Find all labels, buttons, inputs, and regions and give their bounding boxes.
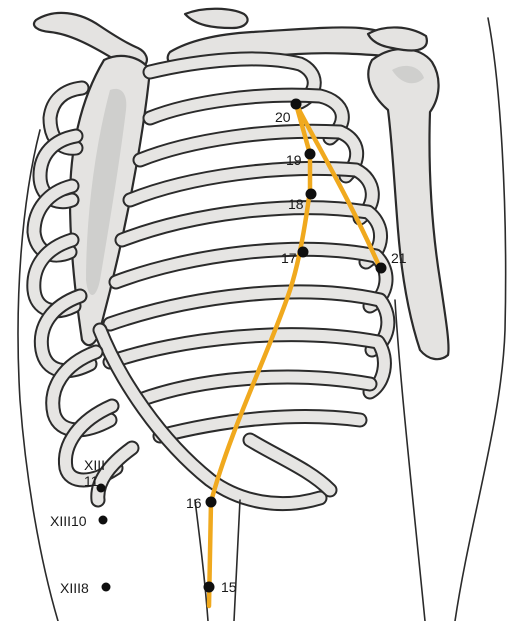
- ribs-right: [110, 59, 388, 436]
- point-xiii-10[interactable]: [99, 516, 108, 525]
- label-xiii-11-num: 11: [84, 473, 99, 489]
- point-19[interactable]: [305, 149, 316, 160]
- label-17: 17: [281, 250, 297, 266]
- label-xiii-10: XIII10: [50, 513, 87, 529]
- point-17[interactable]: [298, 247, 309, 258]
- point-xiii-8[interactable]: [102, 583, 111, 592]
- label-21: 21: [391, 250, 407, 266]
- label-xiii-8: XIII8: [60, 580, 89, 596]
- label-18: 18: [288, 196, 304, 212]
- label-15: 15: [221, 579, 237, 595]
- label-19: 19: [286, 152, 302, 168]
- label-xiii-11-top: XIII: [84, 457, 105, 473]
- point-18[interactable]: [306, 189, 317, 200]
- spine: [195, 500, 240, 621]
- label-20: 20: [275, 109, 291, 125]
- point-16[interactable]: [206, 497, 217, 508]
- point-15[interactable]: [204, 582, 215, 593]
- label-16: 16: [186, 495, 202, 511]
- point-20[interactable]: [291, 99, 302, 110]
- point-21[interactable]: [376, 263, 387, 274]
